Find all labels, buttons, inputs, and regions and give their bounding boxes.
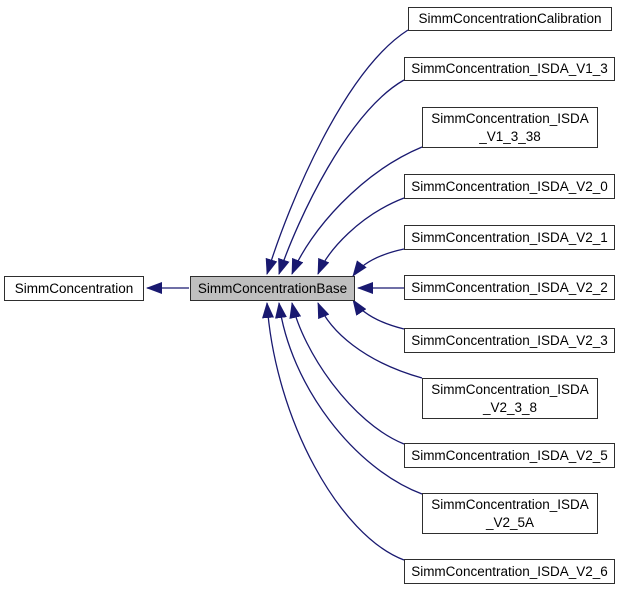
node-simm-concentration-isda-v2-3[interactable]: SimmConcentration_ISDA_V2_3: [404, 328, 615, 353]
edge-isda-v2-1-to-base: [352, 248, 405, 277]
edge-isda-v2-3-8-to-base: [317, 302, 423, 379]
node-simm-concentration-isda-v2-0[interactable]: SimmConcentration_ISDA_V2_0: [404, 174, 615, 199]
edge-isda-v2-3-to-base: [352, 299, 405, 330]
edge-isda-v2-5a-to-base: [275, 302, 423, 495]
edge-calibration-to-base: [265, 29, 409, 275]
edge-isda-v2-5-to-base: [289, 302, 405, 445]
node-simm-concentration-base: SimmConcentrationBase: [190, 276, 355, 301]
edge-isda-v1-3-38-to-base: [291, 146, 423, 275]
node-simm-concentration-calibration[interactable]: SimmConcentrationCalibration: [408, 7, 612, 31]
edge-isda-v1-3-to-base: [278, 79, 405, 275]
node-simm-concentration-isda-v1-3-38[interactable]: SimmConcentration_ISDA _V1_3_38: [422, 107, 598, 148]
node-simm-concentration-isda-v2-1[interactable]: SimmConcentration_ISDA_V2_1: [404, 225, 615, 250]
node-simm-concentration-isda-v2-2[interactable]: SimmConcentration_ISDA_V2_2: [404, 275, 615, 300]
node-simm-concentration-isda-v2-6[interactable]: SimmConcentration_ISDA_V2_6: [404, 559, 615, 584]
node-simm-concentration-isda-v2-3-8[interactable]: SimmConcentration_ISDA _V2_3_8: [422, 378, 598, 419]
node-simm-concentration-isda-v1-3[interactable]: SimmConcentration_ISDA_V1_3: [404, 57, 615, 81]
node-simm-concentration[interactable]: SimmConcentration: [4, 276, 144, 301]
node-simm-concentration-isda-v2-5[interactable]: SimmConcentration_ISDA_V2_5: [404, 443, 615, 468]
edge-isda-v2-0-to-base: [317, 197, 405, 275]
node-simm-concentration-isda-v2-5a[interactable]: SimmConcentration_ISDA _V2_5A: [422, 493, 598, 534]
edge-isda-v2-6-to-base: [262, 302, 405, 561]
